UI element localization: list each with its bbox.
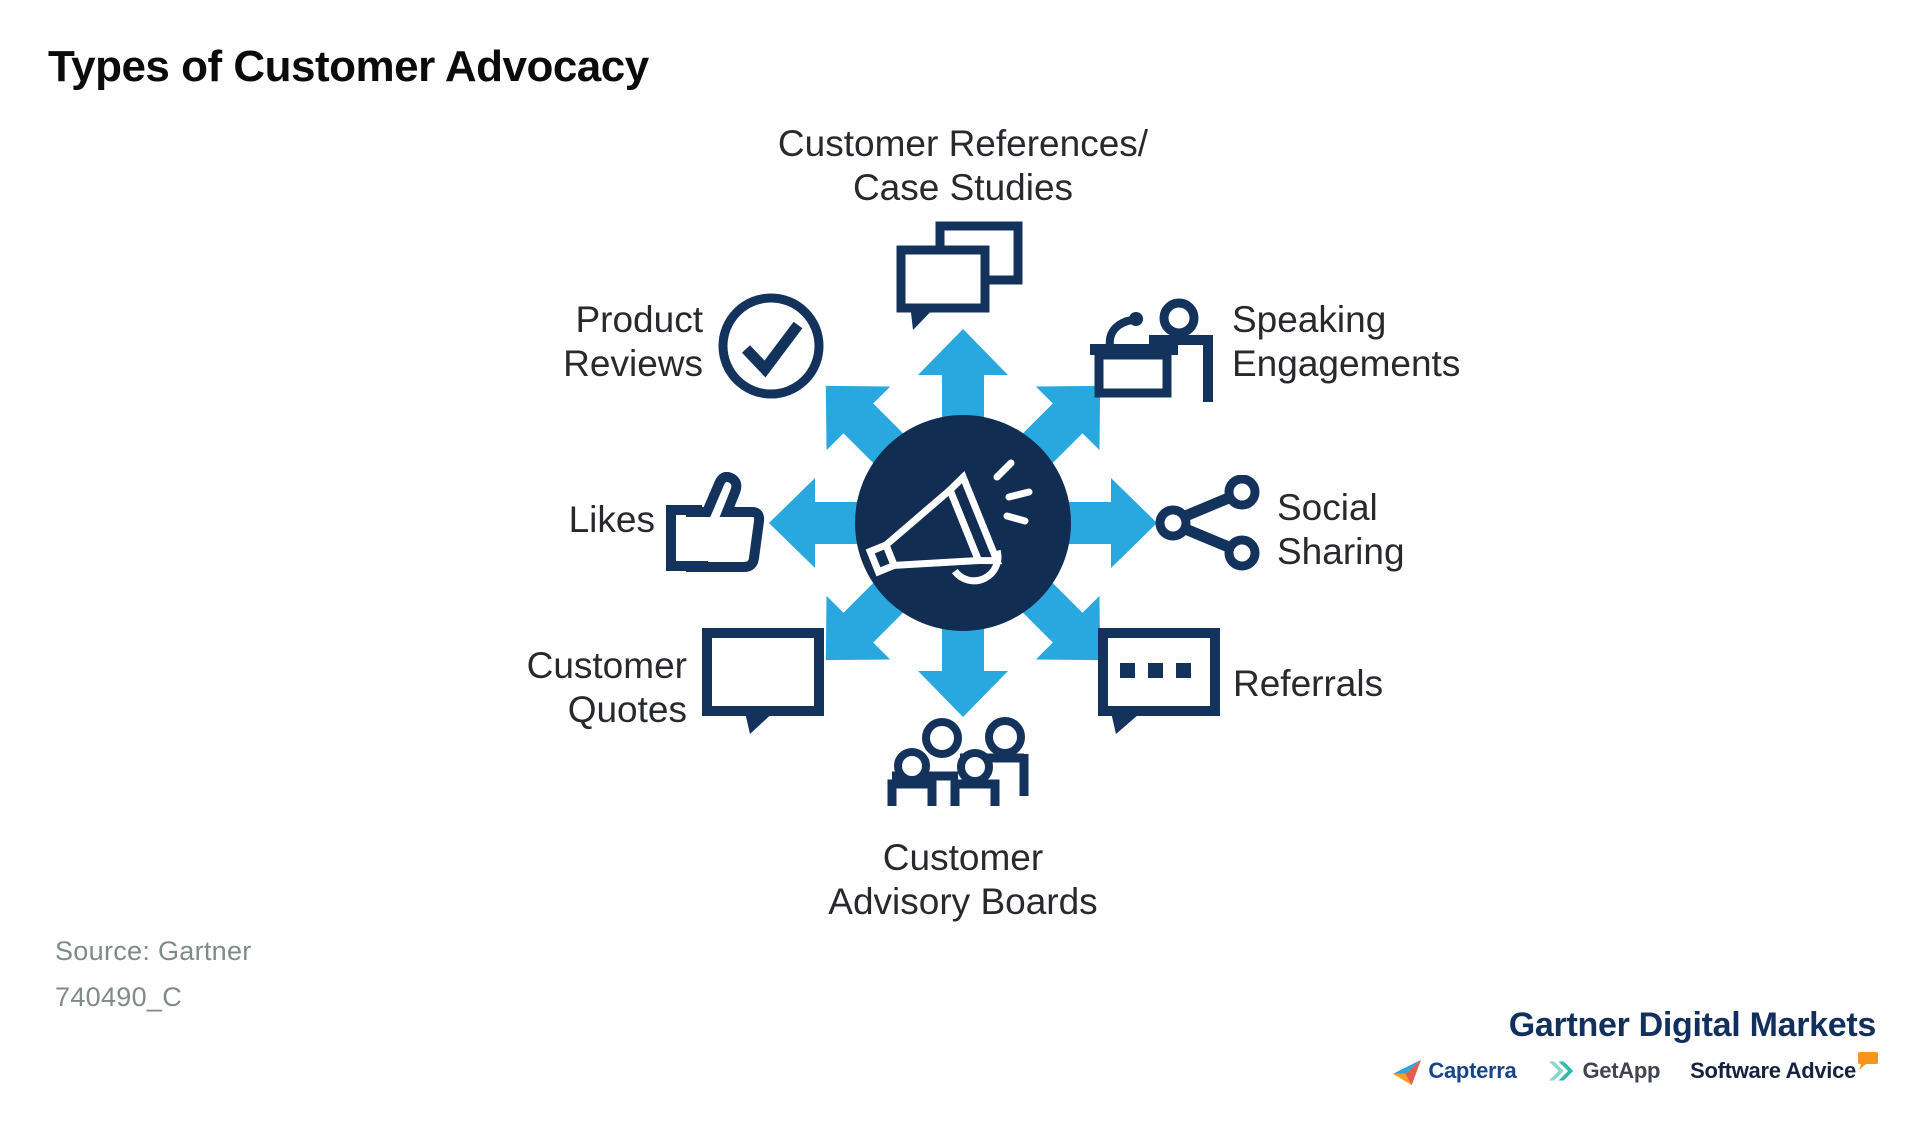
label-customer-advisory-boards: Customer Advisory Boards [828, 837, 1098, 922]
people-group-icon [887, 717, 1029, 806]
chat-bubbles-icon [896, 221, 1023, 330]
label-social-sharing: Social Sharing [1277, 487, 1405, 572]
gartner-digital-markets-wordmark: Gartner Digital Markets [1508, 1006, 1877, 1044]
label-referrals: Referrals [1233, 663, 1384, 704]
software-advice-logo: Software Advice [1690, 1052, 1878, 1084]
share-network-icon [1155, 475, 1260, 571]
source-note: Source: Gartner [55, 936, 252, 966]
capterra-logo: Capterra [1392, 1056, 1517, 1086]
check-circle-icon [718, 293, 824, 399]
software-advice-bubble-icon [1858, 1052, 1878, 1070]
thumbs-up-icon [666, 472, 765, 572]
capterra-icon [1393, 1059, 1422, 1086]
referral-chat-icon [1098, 628, 1220, 734]
label-product-reviews: Product Reviews [563, 299, 703, 384]
quote-bubble-icon [702, 628, 824, 734]
label-likes: Likes [568, 499, 655, 540]
label-customer-quotes: Customer Quotes [526, 645, 687, 730]
brand-logos-row: Capterra GetApp Software Advice [1392, 1052, 1878, 1086]
megaphone-icon [865, 459, 1033, 585]
arrow-burst [769, 329, 1157, 717]
podium-speaker-icon [1090, 298, 1213, 402]
page-title: Types of Customer Advocacy [48, 42, 649, 91]
getapp-icon [1548, 1061, 1573, 1081]
capterra-wordmark: Capterra [1428, 1058, 1517, 1083]
software-advice-wordmark: Software Advice [1690, 1058, 1856, 1083]
label-speaking-engagements: Speaking Engagements [1232, 299, 1461, 384]
document-id: 740490_C [55, 982, 183, 1012]
getapp-wordmark: GetApp [1582, 1058, 1661, 1083]
getapp-logo: GetApp [1547, 1058, 1661, 1084]
label-customer-references: Customer References/ Case Studies [777, 123, 1149, 208]
